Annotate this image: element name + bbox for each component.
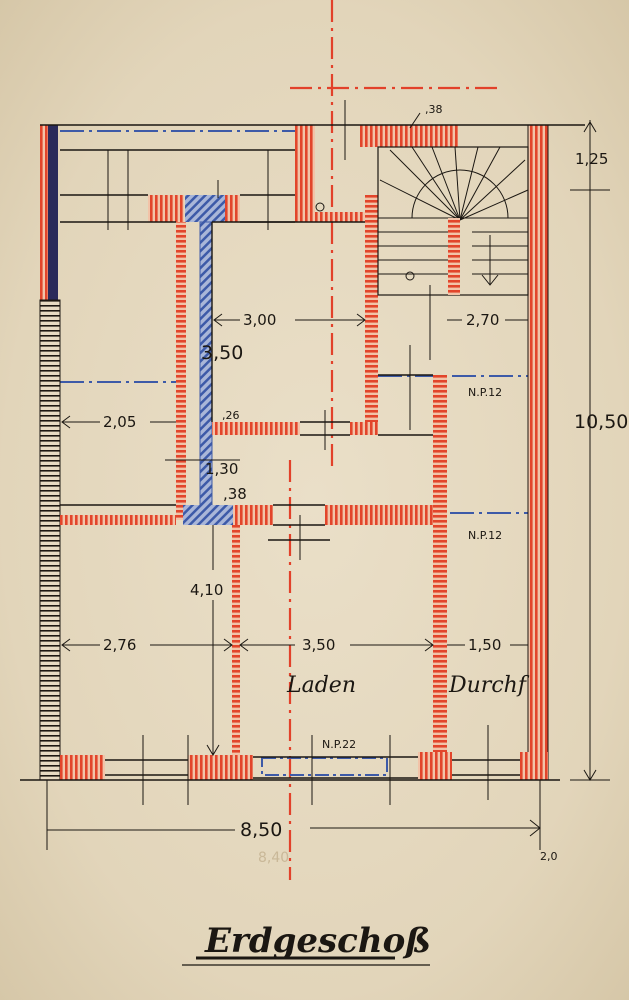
plan-title: Erdgeschoß [204, 921, 431, 961]
wall-middle [60, 515, 176, 525]
dim-total-width: 8,50 [240, 819, 282, 841]
dim-front-depth: 4,10 [190, 581, 223, 599]
room-label-durchfahrt: Durchf [448, 673, 530, 698]
dim-wall-38: ,38 [223, 485, 247, 503]
wall-passage [433, 375, 447, 760]
dim-stair-width: 2,70 [466, 311, 499, 329]
dim-wall-26: ,26 [222, 409, 240, 422]
dim-shop-width: 3,50 [302, 636, 335, 654]
staircase [315, 146, 529, 296]
dim-kitchen-depth: 3,50 [201, 342, 243, 364]
window-ticks [107, 100, 489, 805]
wall-hall [176, 222, 186, 520]
dim-stair-head: 1,25 [575, 150, 608, 168]
room-label-laden: Laden [286, 673, 356, 698]
dim-left-room: 2,76 [103, 636, 136, 654]
level-np-22: N.P.22 [322, 738, 356, 751]
dim-top-wall: ,38 [425, 103, 443, 116]
dim-passage-width: 1,50 [468, 636, 501, 654]
dim-kitchen-width: 3,00 [243, 311, 276, 329]
wall-shop-left [232, 525, 240, 755]
dimension-lines [46, 112, 610, 850]
wall-kitchen-right [365, 195, 378, 435]
level-np-12-upper: N.P.12 [468, 386, 502, 399]
chimney-wall [295, 125, 315, 222]
wall-right [527, 124, 549, 781]
wall-front [60, 755, 105, 780]
wall-left-party [39, 299, 61, 781]
dim-corner-note: 2,0 [540, 850, 558, 863]
dim-total-depth: 10,50 [574, 411, 628, 433]
dim-hall-width: 2,05 [103, 413, 136, 431]
wall-kitchen-bottom [212, 422, 300, 435]
level-np-12-lower: N.P.12 [468, 529, 502, 542]
dim-passage: 1,30 [205, 460, 238, 478]
faint-note: 8,40 [258, 850, 289, 866]
wall-top-stair [360, 125, 458, 147]
